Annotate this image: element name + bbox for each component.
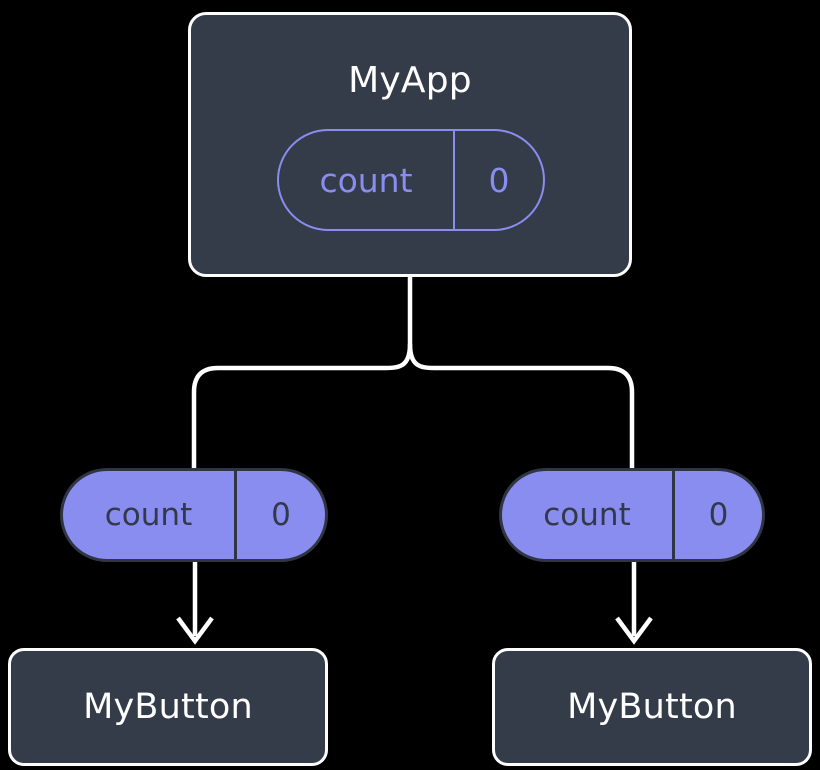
state-pill-root-key: count: [279, 131, 455, 229]
connector-branch-right: [407, 343, 635, 468]
state-pill-root[interactable]: count 0: [277, 129, 545, 231]
state-pill-child-right[interactable]: count 0: [499, 468, 765, 562]
state-pill-root-value: 0: [488, 160, 510, 200]
connector-branch-left: [191, 343, 413, 468]
arrow-head-right: [615, 616, 653, 645]
state-pill-child-right-key: count: [502, 471, 675, 559]
root-node-title: MyApp: [348, 60, 472, 101]
child-left-node-title: MyButton: [83, 686, 253, 727]
component-node-child-right[interactable]: MyButton: [492, 648, 812, 766]
arrow-head-left: [176, 616, 214, 645]
component-node-child-left[interactable]: MyButton: [8, 648, 328, 766]
state-pill-child-left-value: 0: [271, 496, 291, 533]
state-pill-child-left-key: count: [63, 471, 237, 559]
child-right-node-title: MyButton: [567, 686, 737, 727]
state-pill-child-right-value: 0: [708, 496, 729, 533]
state-pill-child-left[interactable]: count 0: [60, 468, 328, 562]
